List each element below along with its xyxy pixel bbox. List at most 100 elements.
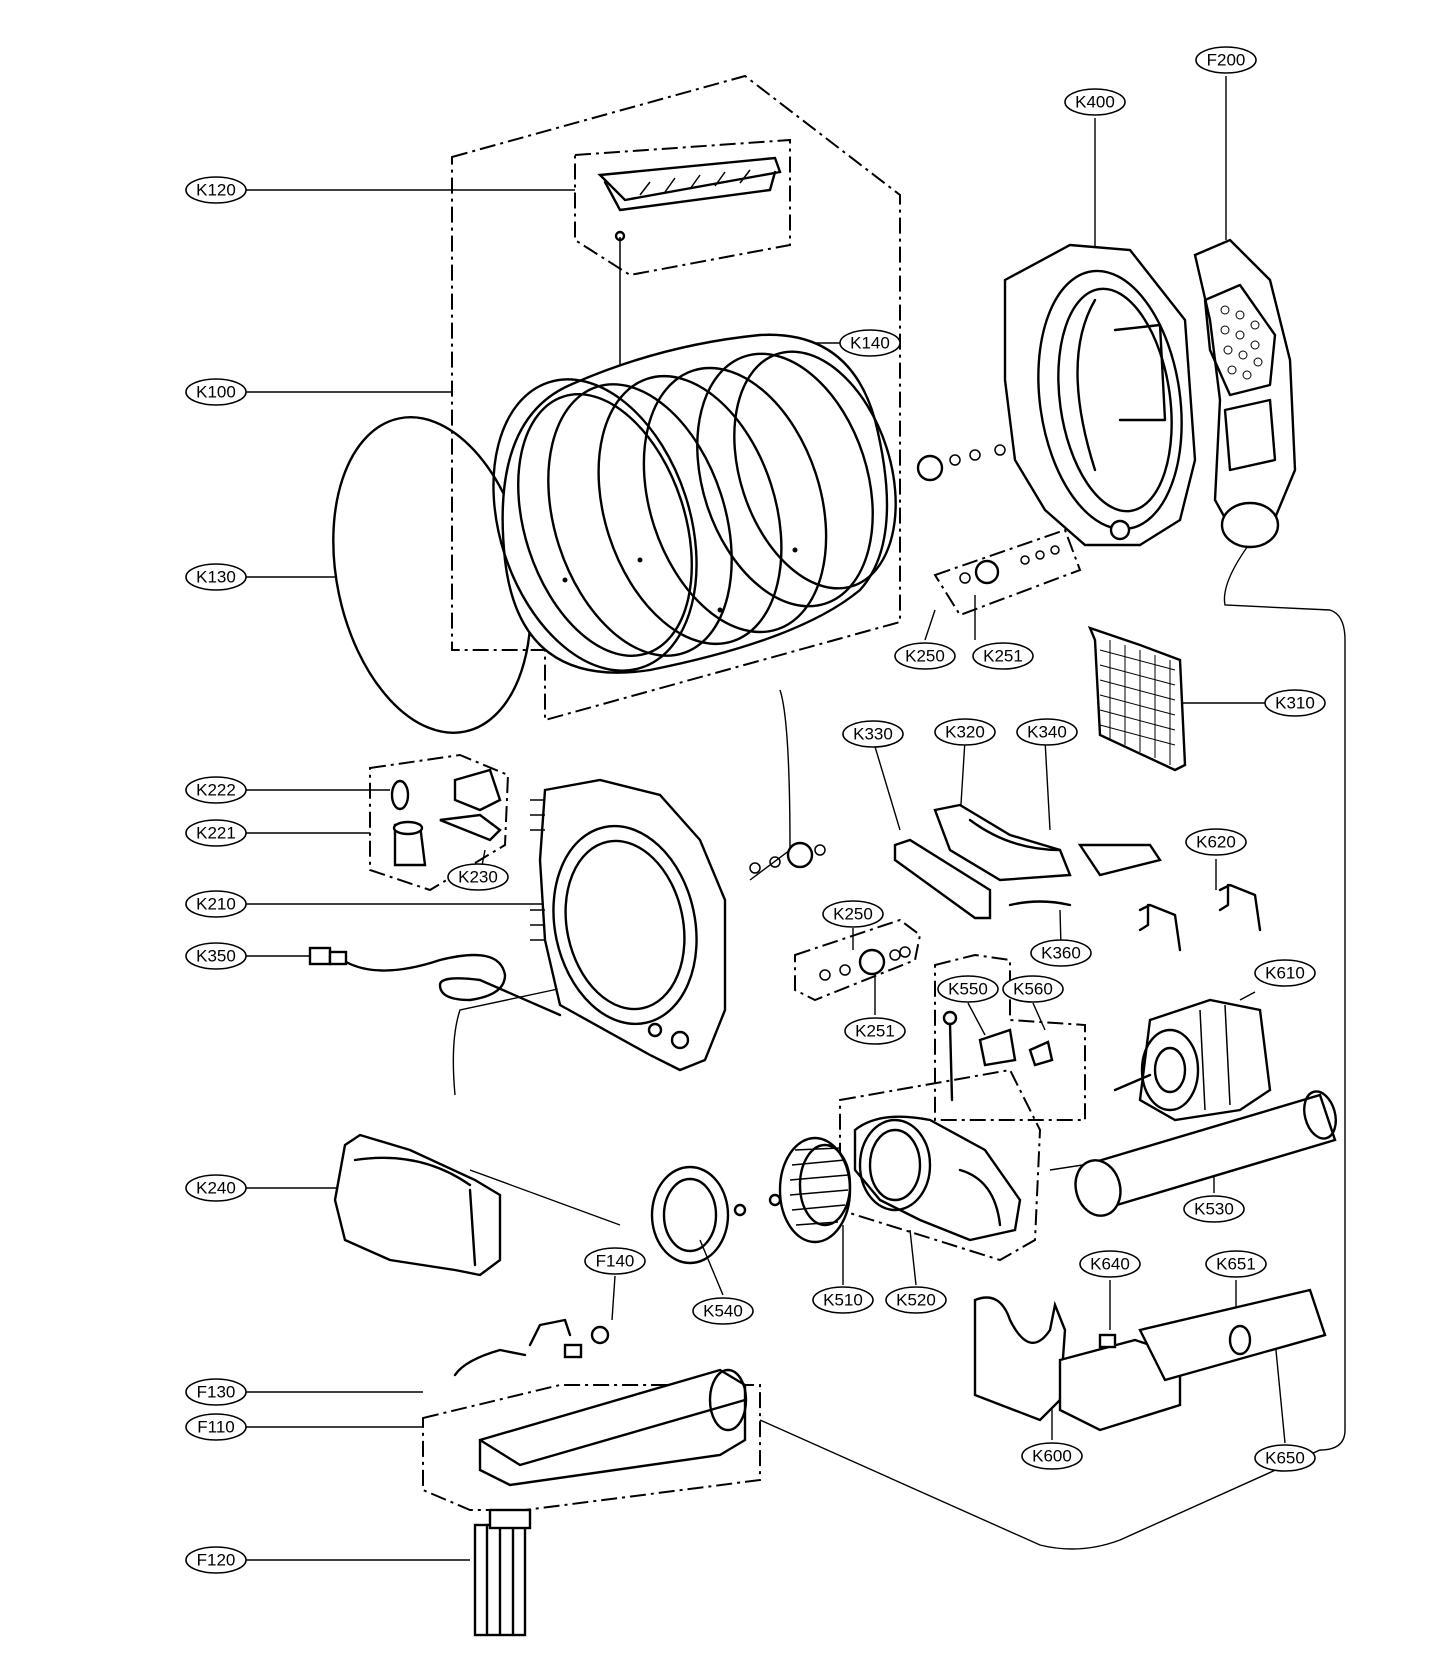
callout-k100: K100 xyxy=(185,378,247,406)
callout-f200: F200 xyxy=(1195,46,1257,74)
part-k350-harness xyxy=(308,946,562,1017)
callout-k340: K340 xyxy=(1016,718,1078,746)
callout-f140: F140 xyxy=(584,1247,646,1275)
label-k251-lower: K251 xyxy=(855,1022,895,1041)
callout-k140: K140 xyxy=(839,329,901,357)
part-k550-k560-switches xyxy=(942,1010,1054,1102)
part-f200-duct xyxy=(1193,238,1297,549)
callout-k610: K610 xyxy=(1254,959,1316,987)
label-k310: K310 xyxy=(1275,694,1315,713)
label-k520: K520 xyxy=(896,1291,936,1310)
callout-k510: K510 xyxy=(812,1286,874,1314)
part-k320-k330-k340-k360 xyxy=(893,803,1162,920)
part-k240-lint-duct xyxy=(333,1133,502,1277)
callout-k640: K640 xyxy=(1079,1250,1141,1278)
callout-k250-upper: K250 xyxy=(894,642,956,670)
label-f120: F120 xyxy=(197,1551,236,1570)
callout-k520: K520 xyxy=(885,1286,947,1314)
label-k510: K510 xyxy=(823,1291,863,1310)
label-k340: K340 xyxy=(1027,723,1067,742)
label-k550: K550 xyxy=(948,980,988,999)
leader-lines xyxy=(245,76,1346,1561)
part-k400-rear-bulkhead xyxy=(1003,243,1197,547)
label-f130: F130 xyxy=(197,1383,236,1402)
label-k620: K620 xyxy=(1196,833,1236,852)
part-k250-k251-lower xyxy=(749,841,911,981)
part-k222-k221-light xyxy=(390,768,502,867)
callout-k310: K310 xyxy=(1264,689,1326,717)
callout-k651: K651 xyxy=(1205,1250,1267,1278)
callout-k330: K330 xyxy=(842,720,904,748)
label-k251-upper: K251 xyxy=(983,647,1023,666)
callout-k250-lower: K250 xyxy=(822,900,884,928)
part-k510-blower-wheel xyxy=(778,1136,852,1244)
part-f140-f130-wires xyxy=(453,1318,610,1377)
label-k651: K651 xyxy=(1216,1255,1256,1274)
label-k250-upper: K250 xyxy=(905,647,945,666)
group-outlines xyxy=(369,74,1086,1511)
label-k240: K240 xyxy=(196,1179,236,1198)
label-k120: K120 xyxy=(196,181,236,200)
label-k230: K230 xyxy=(458,868,498,887)
callout-k251-lower: K251 xyxy=(844,1017,906,1045)
callout-k600: K600 xyxy=(1021,1442,1083,1470)
part-f120-heater-element xyxy=(473,1508,532,1637)
label-f140: F140 xyxy=(596,1252,635,1271)
label-k130: K130 xyxy=(196,568,236,587)
part-k120-bracket xyxy=(597,156,782,395)
callout-k650: K650 xyxy=(1254,1444,1316,1472)
callout-k400: K400 xyxy=(1064,88,1126,116)
callout-k620: K620 xyxy=(1185,828,1247,856)
callout-k130: K130 xyxy=(185,563,247,591)
label-k140: K140 xyxy=(850,334,890,353)
callout-k120: K120 xyxy=(185,176,247,204)
callout-k550: K550 xyxy=(937,975,999,1003)
part-k230-clip xyxy=(439,813,502,842)
part-k310-lint-filter xyxy=(1087,626,1187,772)
callout-k560: K560 xyxy=(1002,975,1064,1003)
label-k221: K221 xyxy=(196,824,236,843)
label-k610: K610 xyxy=(1265,964,1305,983)
callout-k210: K210 xyxy=(185,890,247,918)
label-k640: K640 xyxy=(1090,1255,1130,1274)
label-k210: K210 xyxy=(196,895,236,914)
callout-k221: K221 xyxy=(185,819,247,847)
label-k600: K600 xyxy=(1032,1447,1072,1466)
callout-k240: K240 xyxy=(185,1174,247,1202)
label-k320: K320 xyxy=(945,723,985,742)
label-k400: K400 xyxy=(1075,93,1115,112)
callout-f120: F120 xyxy=(185,1546,247,1574)
part-k520-blower-housing xyxy=(853,1115,1022,1242)
part-k600-bracket-assembly xyxy=(973,1288,1327,1432)
label-k350: K350 xyxy=(196,947,236,966)
label-k650: K650 xyxy=(1265,1449,1305,1468)
part-k530-tube xyxy=(1074,1090,1337,1217)
label-k530: K530 xyxy=(1194,1200,1234,1219)
label-k250-lower: K250 xyxy=(833,905,873,924)
callout-k360: K360 xyxy=(1030,939,1092,967)
label-k560: K560 xyxy=(1013,980,1053,999)
label-f200: F200 xyxy=(1207,51,1246,70)
callout-k320: K320 xyxy=(934,718,996,746)
part-k100-drum xyxy=(492,333,897,674)
callout-f110: F110 xyxy=(185,1413,247,1441)
label-k222: K222 xyxy=(196,781,236,800)
part-k620-clips xyxy=(1138,883,1262,952)
callout-k222: K222 xyxy=(185,776,247,804)
callout-k540: K540 xyxy=(692,1297,754,1325)
callout-k230: K230 xyxy=(447,863,509,891)
label-k330: K330 xyxy=(853,725,893,744)
part-k210-front-bulkhead xyxy=(530,778,727,1072)
part-k540-ring xyxy=(650,1165,782,1265)
label-f110: F110 xyxy=(197,1418,235,1437)
part-k250-k251-upper xyxy=(916,444,1060,585)
callout-f130: F130 xyxy=(185,1378,247,1406)
part-f110-heater-housing xyxy=(478,1368,748,1487)
callout-k350: K350 xyxy=(185,942,247,970)
callout-k530: K530 xyxy=(1183,1195,1245,1223)
label-k540: K540 xyxy=(703,1302,743,1321)
label-k360: K360 xyxy=(1041,944,1081,963)
part-k610-motor xyxy=(1113,998,1272,1122)
callout-k251-upper: K251 xyxy=(972,642,1034,670)
